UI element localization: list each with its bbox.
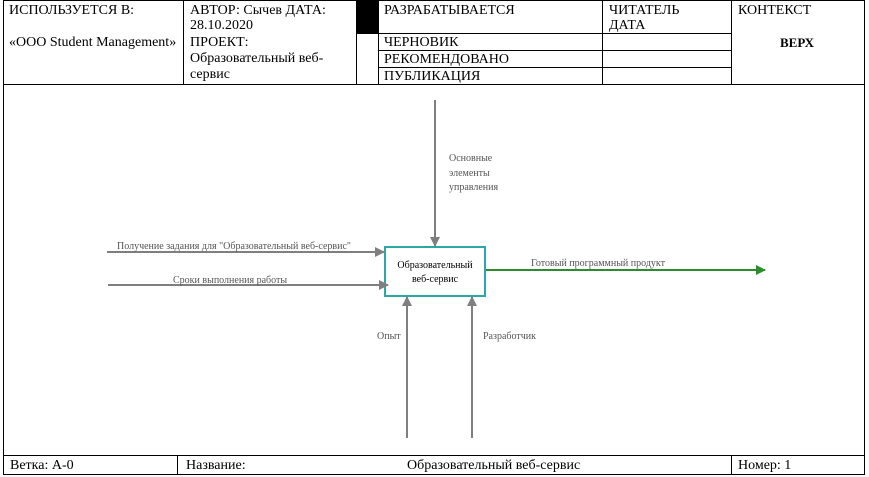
header-divider-2: [356, 0, 357, 84]
header-divider-5: [731, 0, 732, 84]
status-row-line-3: [378, 67, 731, 68]
status-row-line-1: [356, 33, 731, 34]
control-label-line-1: Основные: [449, 153, 493, 164]
input-label-task: Получение задания для "Образовательный в…: [117, 241, 351, 252]
status-draft: ЧЕРНОВИК: [384, 35, 459, 50]
name-label: Название:: [186, 458, 246, 473]
mechanism-label-developer: Разработчик: [483, 331, 536, 342]
function-box-line-1: Образовательный: [397, 260, 473, 271]
control-label-line-2: элементы: [449, 168, 490, 179]
project-value-2: сервис: [190, 67, 230, 82]
name-value: Образовательный веб-сервис: [407, 458, 581, 473]
function-box-line-2: веб-сервис: [412, 274, 459, 285]
footer-divider-2: [731, 455, 732, 475]
footer-divider-1: [177, 455, 178, 475]
header-divider-3: [378, 0, 379, 84]
header-divider-1: [183, 0, 184, 84]
author-line-2: 28.10.2020: [190, 18, 253, 33]
author-line-1: АВТОР: Сычев ДАТА:: [190, 3, 326, 18]
footer-top-line: [3, 455, 865, 456]
branch-label: Ветка: А-0: [10, 458, 74, 473]
number-label: Номер: 1: [738, 458, 792, 473]
status-developing: РАЗРАБАТЫВАЕТСЯ: [384, 3, 515, 18]
date-label: ДАТА: [609, 18, 646, 33]
reader-label: ЧИТАТЕЛЬ: [609, 3, 680, 18]
control-label-line-3: управления: [449, 182, 499, 193]
project-value-1: Образовательный веб-: [190, 51, 324, 66]
header-bottom-line: [3, 84, 865, 85]
output-label-product: Готовый программный продукт: [531, 258, 666, 269]
status-publication: ПУБЛИКАЦИЯ: [384, 69, 481, 84]
function-box[interactable]: [384, 246, 486, 297]
status-row-line-2: [378, 50, 731, 51]
project-label: ПРОЕКТ:: [190, 35, 249, 50]
used-in-label: ИСПОЛЬЗУЕТСЯ В:: [9, 3, 135, 18]
context-value: ВЕРХ: [780, 35, 814, 50]
status-recommended: РЕКОМЕНДОВАНО: [384, 52, 509, 67]
mechanism-label-experience: Опыт: [377, 331, 401, 342]
status-marker: [357, 1, 378, 33]
used-in-value: «ООО Student Management»: [9, 35, 177, 50]
context-label: КОНТЕКСТ: [738, 3, 812, 18]
diagram-frame: [3, 0, 865, 475]
header-divider-4: [602, 0, 603, 84]
input-label-deadlines: Сроки выполнения работы: [173, 275, 287, 286]
